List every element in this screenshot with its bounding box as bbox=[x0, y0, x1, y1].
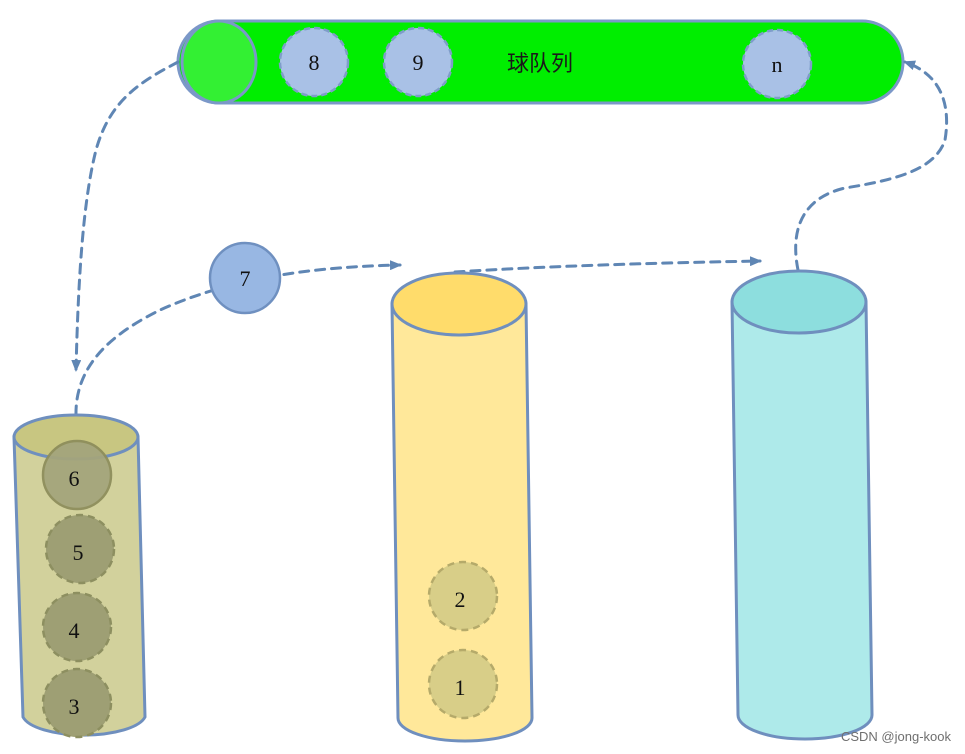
queue-ball-n-label: n bbox=[772, 52, 783, 77]
right-stack-body bbox=[730, 300, 874, 741]
left-stack-ball-4-label: 4 bbox=[69, 618, 80, 643]
queue-label: 球队列 bbox=[507, 52, 573, 77]
left-stack-ball-3-label: 3 bbox=[69, 694, 80, 719]
queue-capsule-end bbox=[180, 19, 258, 105]
middle-stack-top bbox=[390, 271, 528, 337]
middle-stack-ball-2: 2 bbox=[427, 560, 499, 632]
arrow-right-stack-to-queue bbox=[794, 60, 949, 272]
queue-ball-n: n bbox=[741, 28, 813, 100]
moving-ball-7-label: 7 bbox=[240, 266, 251, 291]
moving-ball-7: 7 bbox=[208, 241, 282, 315]
left-stack-ball-5: 5 bbox=[44, 513, 116, 585]
flow-arrows bbox=[71, 60, 949, 417]
arrow-queue-to-left-stack bbox=[71, 60, 180, 372]
watermark: CSDN @jong-kook bbox=[840, 729, 951, 744]
left-stack-ball-4: 4 bbox=[41, 591, 113, 663]
middle-stack-ball-1: 1 bbox=[427, 648, 499, 720]
queue-ball-9: 9 bbox=[382, 26, 454, 98]
left-stack-ball-6: 6 bbox=[41, 439, 113, 511]
left-stack-ball-6-label: 6 bbox=[69, 466, 80, 491]
queue-ball-8: 8 bbox=[278, 26, 350, 98]
middle-stack-body bbox=[390, 302, 534, 743]
middle-stack: 2 1 bbox=[390, 271, 534, 743]
arrow-middle-stack-to-right-stack bbox=[453, 256, 762, 274]
left-stack: 6 5 4 3 bbox=[12, 413, 147, 739]
middle-stack-ball-2-label: 2 bbox=[455, 587, 466, 612]
right-stack-top bbox=[730, 269, 868, 335]
middle-stack-ball-1-label: 1 bbox=[455, 675, 466, 700]
arrow-left-stack-to-middle-stack bbox=[74, 260, 402, 417]
right-stack bbox=[730, 269, 874, 741]
left-stack-ball-5-label: 5 bbox=[73, 540, 84, 565]
queue-ball-9-label: 9 bbox=[413, 50, 424, 75]
ball-queue: 8 9 球队列 n bbox=[176, 19, 905, 105]
left-stack-ball-3: 3 bbox=[41, 667, 113, 739]
queue-ball-8-label: 8 bbox=[309, 50, 320, 75]
